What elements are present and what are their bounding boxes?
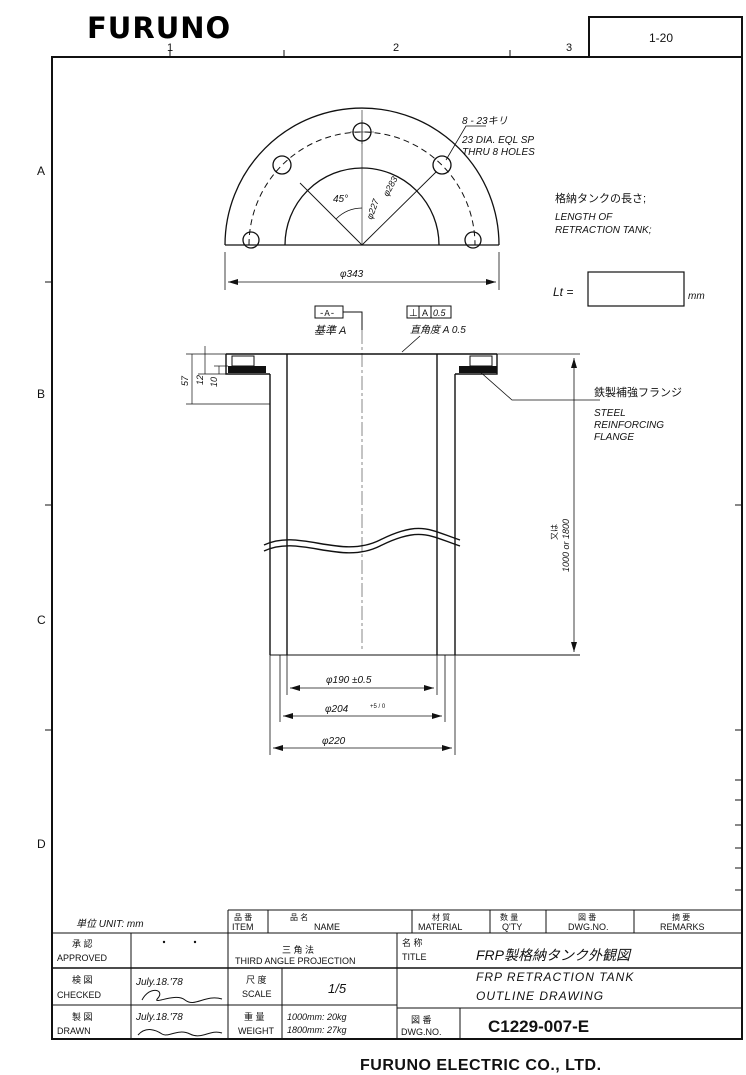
title-jp: FRP製格納タンク外観図 [476, 947, 632, 963]
perp-symbol: ⊥ [409, 308, 418, 319]
dia-204: φ204 [325, 704, 349, 715]
zone-label-C: C [37, 613, 46, 627]
length-dim-or: 又は [550, 524, 559, 540]
dwg-label-jp: 図 番 [411, 1014, 432, 1025]
title-block-grid [52, 909, 742, 1039]
drawing-number: C1229-007-E [488, 1017, 589, 1036]
title-label-jp: 名 称 [402, 937, 423, 948]
lt-unit: mm [688, 291, 705, 302]
flange-height-dims [186, 346, 270, 405]
checked-label-jp: 検 図 [72, 974, 93, 985]
zone-label-D: D [37, 837, 46, 851]
lt-label: Lt = [553, 285, 573, 299]
perp-ref: A [422, 308, 428, 318]
dia-220: φ220 [322, 736, 346, 747]
title-en-1: FRP RETRACTION TANK [476, 970, 634, 984]
drawn-date: July.18.'78 [135, 1012, 183, 1023]
name-header-en: NAME [314, 922, 340, 932]
projection-jp: 三 角 法 [282, 944, 314, 955]
flange-label-jp: 鉄製補強フランジ [594, 385, 682, 399]
weight-label-jp: 重 量 [244, 1011, 265, 1022]
scale-label-en: SCALE [242, 989, 272, 999]
side-view-tank [225, 330, 580, 656]
datum-frame [314, 305, 452, 353]
flange-leader [477, 369, 600, 401]
remarks-header-en: REMARKS [660, 922, 705, 932]
item-header-jp: 品 番 [234, 912, 252, 922]
checked-date: July.18.'78 [135, 977, 183, 988]
furuno-logo: FURUNO [87, 11, 231, 45]
material-header-jp: 材 質 [432, 912, 450, 922]
holes-callout-1: 23 DIA. EQL SP [461, 135, 534, 146]
perp-label: 直角度 A 0.5 [410, 324, 466, 336]
length-label-1: LENGTH OF [555, 212, 613, 223]
perp-tol: 0.5 [433, 308, 447, 318]
zone-label-2: 2 [393, 42, 399, 54]
holes-callout-2: THRU 8 HOLES [462, 147, 535, 158]
item-header-en: ITEM [232, 922, 254, 932]
company-name: FURUNO ELECTRIC CO., LTD. [360, 1057, 602, 1074]
zone-label-A: A [37, 164, 45, 178]
dwg-label-en: DWG.NO. [401, 1027, 442, 1037]
datum-box-label: -A- [319, 309, 335, 319]
diameter-dims [269, 655, 456, 755]
dwgno-header-jp: 図 番 [578, 912, 596, 922]
datum-label: 基準 A [314, 324, 346, 337]
projection-en: THIRD ANGLE PROJECTION [235, 956, 356, 966]
dim-57: 57 [180, 375, 190, 386]
sheet-frame [45, 16, 743, 1040]
zone-label-B: B [37, 387, 45, 401]
zone-label-1: 1 [167, 42, 173, 54]
page-number: 1-20 [649, 31, 673, 45]
weight-label-en: WEIGHT [238, 1026, 274, 1036]
length-dimension [497, 353, 580, 652]
flange-label-3: FLANGE [594, 432, 634, 443]
dia-inner-label: φ227 [364, 197, 381, 221]
name-header-jp: 品 名 [290, 912, 308, 922]
approved-mark-2 [193, 940, 197, 944]
length-label-2: RETRACTION TANK; [555, 225, 652, 236]
angle-label: 45° [333, 194, 348, 205]
drawn-signature [137, 1029, 223, 1037]
scale-value: 1/5 [328, 981, 347, 996]
checked-signature [141, 989, 223, 1004]
dia-pcd-label: φ283 [381, 175, 400, 198]
approved-label-en: APPROVED [57, 953, 108, 963]
scale-label-jp: 尺 度 [246, 974, 267, 985]
length-dim-value: 1000 or 1800 [561, 519, 571, 572]
remarks-header-jp: 摘 要 [672, 912, 690, 922]
flange-label-1: STEEL [594, 408, 626, 419]
drawn-label-jp: 製 図 [72, 1011, 93, 1022]
holes-callout-jp: 8 - 23キリ [462, 116, 508, 127]
title-en-2: OUTLINE DRAWING [476, 989, 604, 1003]
top-view-flange [224, 107, 500, 290]
dia-outer-label: φ343 [340, 269, 364, 280]
zone-label-3: 3 [566, 42, 572, 54]
dia-190: φ190 ±0.5 [326, 675, 372, 686]
weight-1800: 1800mm: 27kg [287, 1025, 347, 1035]
approved-label-jp: 承 認 [72, 938, 93, 949]
dwgno-header-en: DWG.NO. [568, 922, 609, 932]
steel-reinforcing-flange [228, 366, 497, 373]
unit-label: 単位 UNIT: mm [76, 918, 144, 930]
title-label-en: TITLE [402, 952, 427, 962]
dim-10: 10 [209, 377, 219, 387]
checked-label-en: CHECKED [57, 990, 102, 1000]
weight-1000: 1000mm: 20kg [287, 1012, 347, 1022]
qty-header-jp: 数 量 [500, 912, 518, 922]
flange-label-2: REINFORCING [594, 420, 664, 431]
qty-header-en: Q'TY [502, 922, 522, 932]
drawn-label-en: DRAWN [57, 1026, 91, 1036]
material-header-en: MATERIAL [418, 922, 462, 932]
dia-204-tol: +5 / 0 [370, 704, 386, 710]
lt-input-box [587, 271, 685, 307]
approved-mark [162, 940, 166, 944]
length-label-jp: 格納タンクの長さ; [555, 191, 646, 205]
dim-12: 12 [195, 375, 205, 385]
